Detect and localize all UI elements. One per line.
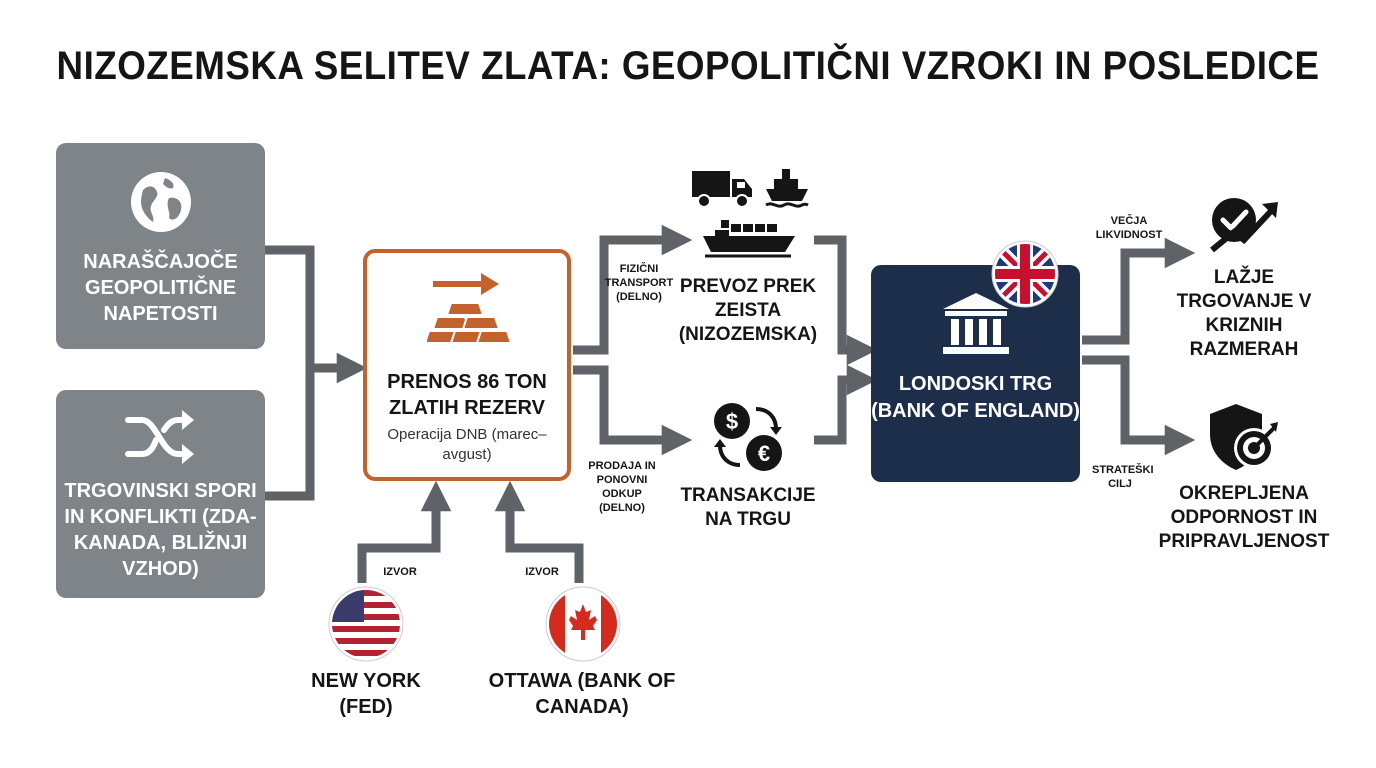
- trading-label: LAŽJE TRGOVANJE V KRIZNIH RAZMERAH: [1176, 267, 1312, 360]
- cause-disputes-label: TRGOVINSKI SPORI IN KONFLIKTI (ZDA-KANAD…: [64, 480, 257, 580]
- transfer-sublabel: Operacija DNB (marec–avgust): [387, 426, 547, 463]
- page-title: NIZOZEMSKA SELITEV ZLATA: GEOPOLITIČNI V…: [56, 44, 1320, 88]
- cause-tensions-label: NARAŠČAJOČE GEOPOLITIČNE NAPETOSTI: [83, 251, 238, 325]
- gold-bars-icon: [427, 273, 511, 344]
- truck-icon: [692, 171, 752, 208]
- shuffle-icon: [125, 410, 194, 464]
- connector-causes: [265, 245, 315, 501]
- arrow-to-trading: [1082, 237, 1196, 345]
- shield-target-icon: [1210, 404, 1278, 470]
- transfer-box: PRENOS 86 TON ZLATIH REZERV Operacija DN…: [363, 249, 571, 481]
- check-growth-icon: [1210, 198, 1278, 253]
- arrow-to-transport: [573, 224, 693, 355]
- bank-icon: [943, 293, 1009, 354]
- edge-label-strategic: STRATEŠKI CILJ: [1092, 464, 1154, 490]
- transport-label: PREVOZ PREK ZEISTA (NIZOZEMSKA): [678, 276, 818, 345]
- source-ny-label: NEW YORK (FED): [311, 670, 421, 718]
- resilience-label: OKREPLJENA ODPORNOST IN PRIPRAVLJENOST: [1158, 483, 1330, 552]
- edge-label-liquidity: VEČJA LIKVIDNOST: [1095, 215, 1163, 241]
- cause-disputes-box: TRGOVINSKI SPORI IN KONFLIKTI (ZDA-KANAD…: [56, 390, 265, 598]
- london-box: LONDOSKI TRG (BANK OF ENGLAND): [871, 265, 1080, 482]
- london-label: LONDOSKI TRG (BANK OF ENGLAND): [871, 373, 1080, 422]
- globe-icon: [131, 172, 191, 232]
- source-ottawa-label: OTTAWA (BANK OF CANADA): [488, 670, 676, 718]
- uk-flag-icon: [991, 240, 1059, 308]
- edge-label-transport: FIZIČNI TRANSPORT (DELNO): [604, 263, 674, 303]
- edge-label-sale: PRODAJA IN PONOVNI ODKUP (DELNO): [588, 460, 656, 514]
- ship-icon: [765, 169, 809, 208]
- arrow-from-ottawa: [494, 480, 584, 583]
- arrow-to-resilience: [1082, 355, 1196, 456]
- currency-exchange-icon: $ €: [714, 403, 782, 471]
- arrow-transactions-to-london: [814, 364, 878, 445]
- svg-text:$: $: [726, 409, 738, 434]
- canada-flag-icon: [545, 586, 621, 662]
- transactions-label: TRANSAKCIJE NA TRGU: [680, 485, 816, 530]
- cause-tensions-box: NARAŠČAJOČE GEOPOLITIČNE NAPETOSTI: [56, 143, 265, 349]
- arrow-from-ny: [357, 480, 452, 583]
- svg-text:€: €: [758, 441, 770, 466]
- transfer-label: PRENOS 86 TON ZLATIH REZERV: [387, 371, 547, 419]
- izvor-label-ny: IZVOR: [383, 566, 417, 578]
- arrow-to-transactions: [573, 365, 693, 456]
- arrow-transport-to-london: [814, 235, 878, 366]
- izvor-label-ottawa: IZVOR: [525, 566, 559, 578]
- us-flag-icon: [328, 586, 404, 662]
- cargo-ship-icon: [703, 220, 795, 258]
- arrow-right-icon: [433, 273, 499, 295]
